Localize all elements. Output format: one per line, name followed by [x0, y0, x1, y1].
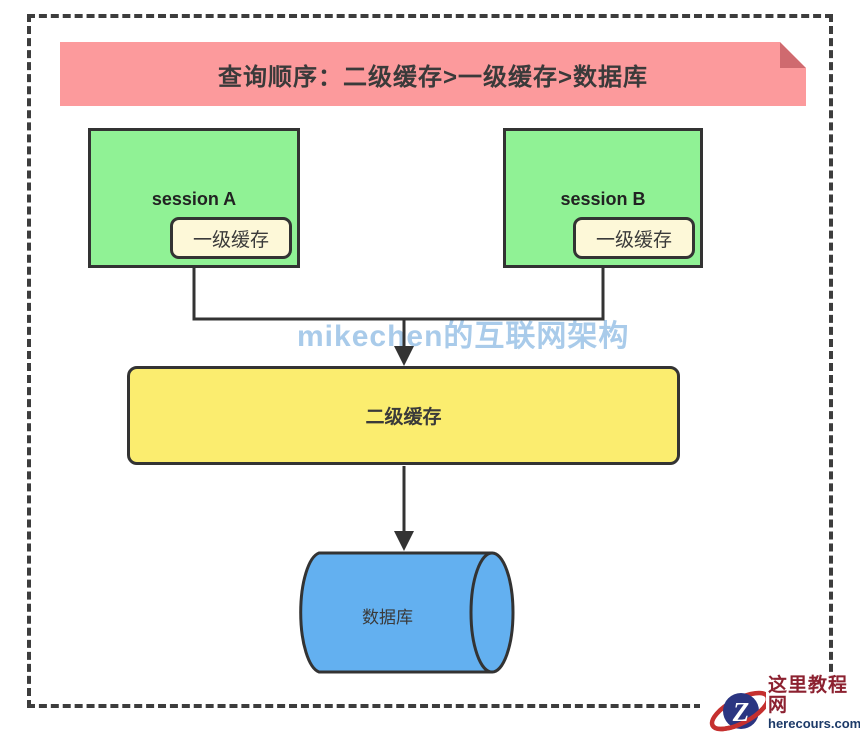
session-a-label: session A [151, 189, 237, 209]
session-a-first-level-cache-box: 一级缓存 [170, 217, 292, 259]
logo-site-domain: herecours.com [768, 716, 860, 731]
watermark-text: mikechen的互联网架构 [297, 320, 630, 353]
session-b-box: session B 一级缓存 [503, 128, 703, 268]
arrow-to-l2cache-head-icon [394, 346, 414, 366]
session-join-connector [192, 267, 605, 321]
database-cylinder-icon [299, 551, 515, 674]
database-label: 数据库 [362, 608, 413, 627]
session-b-label: session B [560, 189, 646, 209]
dashed-border-frame [27, 14, 833, 708]
arrow-to-database-head-icon [394, 531, 414, 551]
session-b-first-level-cache-box: 一级缓存 [573, 217, 695, 259]
logo-site-name: 这里教程网 [768, 675, 849, 716]
second-level-cache-box: 二级缓存 [127, 366, 680, 465]
second-level-cache-label: 二级缓存 [365, 407, 442, 428]
site-logo: Z 这里教程网 herecours.com [700, 676, 860, 732]
logo-monogram: Z [732, 697, 750, 727]
session-a-box: session A 一级缓存 [88, 128, 300, 268]
title-banner: 查询顺序：二级缓存>一级缓存>数据库 [60, 42, 806, 106]
logo-text-block: 这里教程网 herecours.com [768, 676, 860, 732]
title-text: 查询顺序：二级缓存>一级缓存>数据库 [217, 63, 649, 91]
session-a-first-level-cache-label: 一级缓存 [192, 229, 269, 251]
logo-mark-icon: Z [709, 690, 766, 732]
session-b-first-level-cache-label: 一级缓存 [595, 229, 672, 251]
